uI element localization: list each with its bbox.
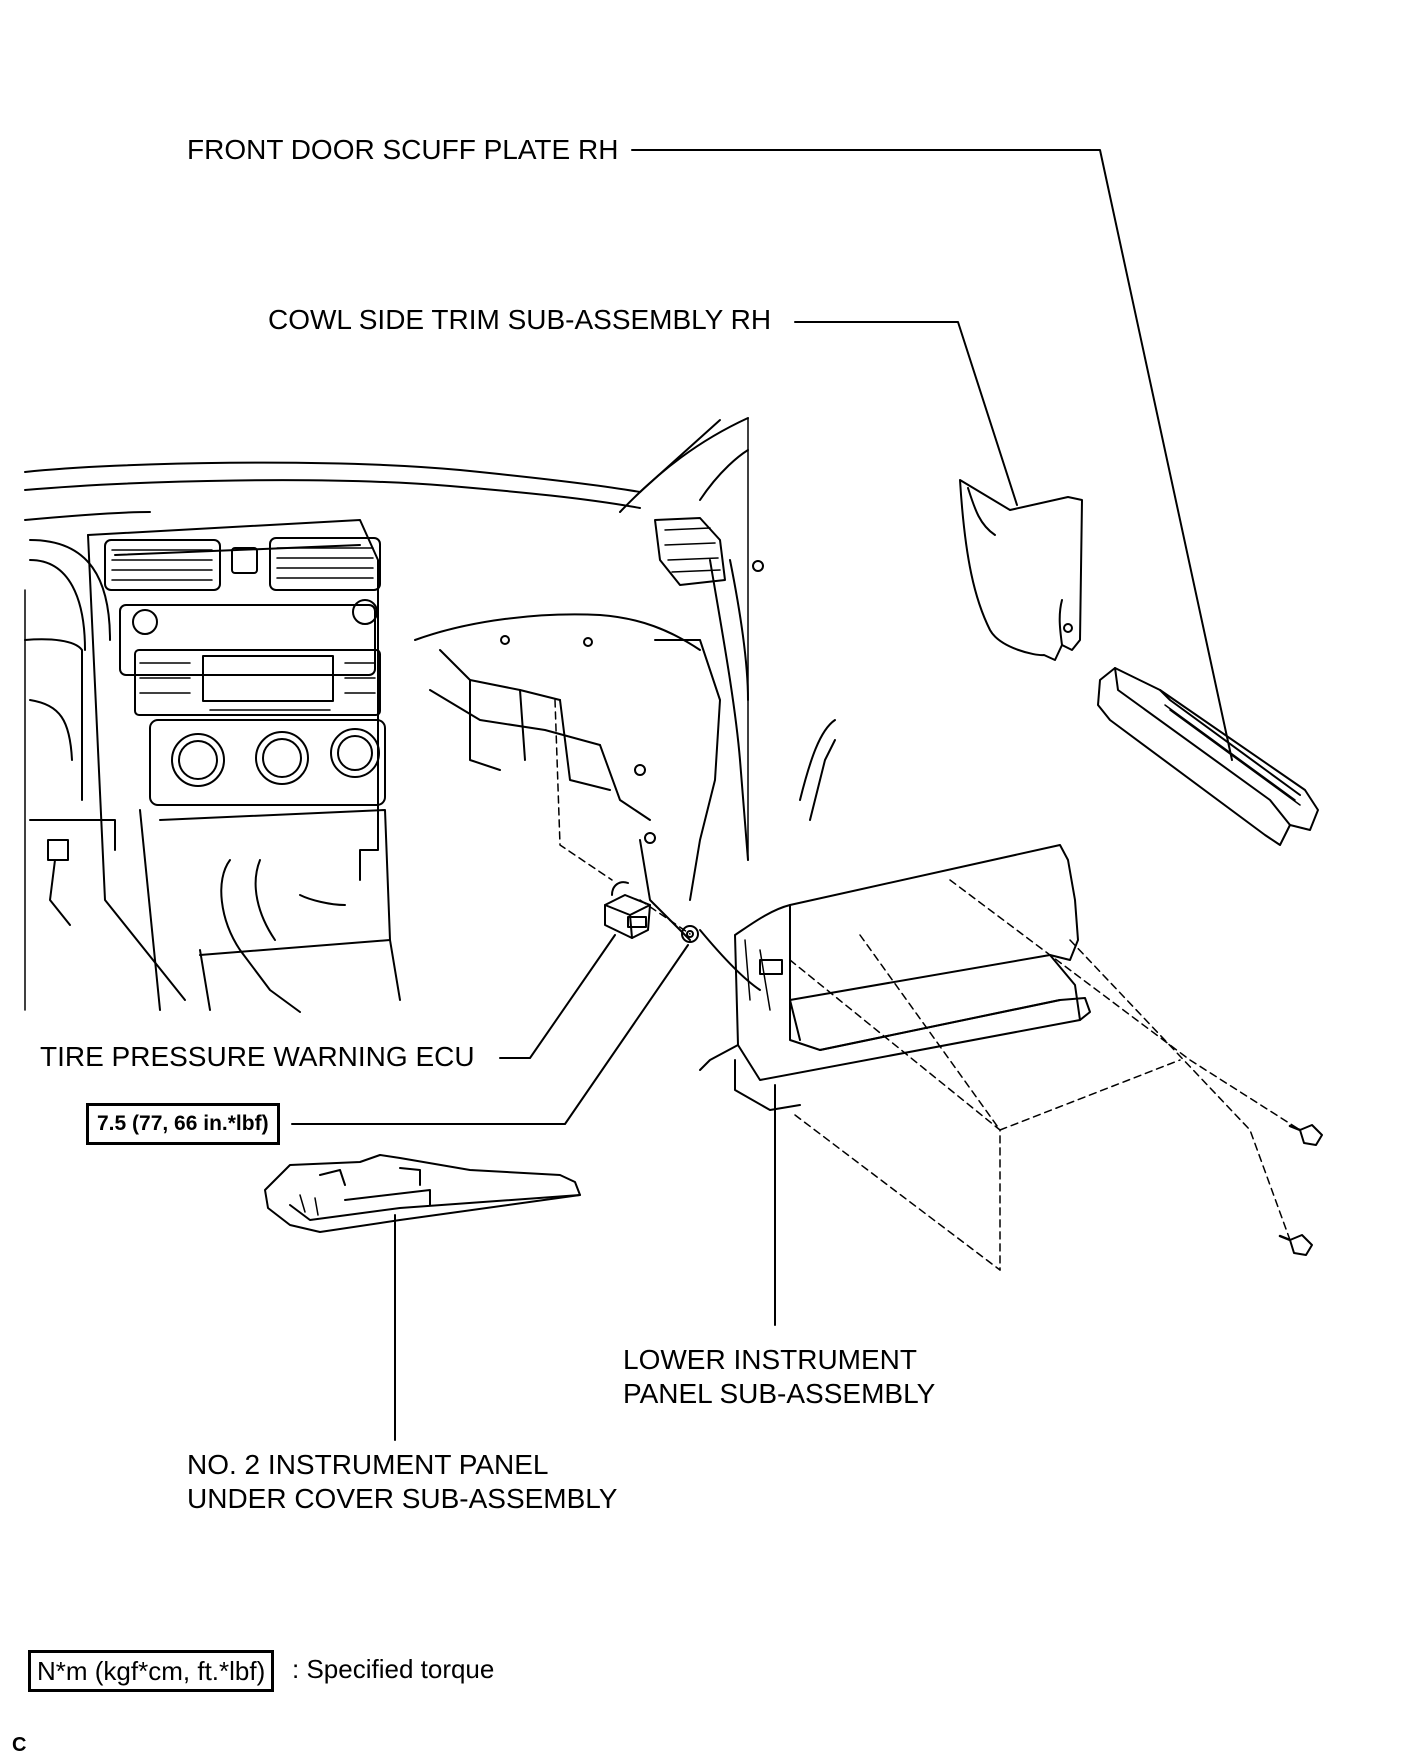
dashed-guide-lines — [554, 699, 1301, 1271]
leader-lines — [291, 149, 1233, 1441]
cowl-side-trim — [959, 479, 1083, 661]
dashboard-illustration — [24, 417, 836, 1013]
tpms-ecu — [604, 881, 651, 939]
label-lower-instrument-panel-line1: LOWER INSTRUMENT — [623, 1344, 917, 1375]
legend-torque-units: N*m (kgf*cm, ft.*lbf) — [28, 1650, 275, 1692]
bolt-icon — [1278, 1124, 1323, 1256]
label-cowl-side-trim: COWL SIDE TRIM SUB-ASSEMBLY RH — [268, 304, 772, 335]
lower-instrument-panel — [699, 844, 1091, 1111]
front-door-scuff-plate — [1097, 667, 1319, 846]
under-cover — [264, 1154, 581, 1233]
label-under-cover-line2: UNDER COVER SUB-ASSEMBLY — [187, 1483, 618, 1514]
legend-description: : Specified torque — [292, 1654, 495, 1684]
label-lower-instrument-panel-line2: PANEL SUB-ASSEMBLY — [623, 1378, 936, 1409]
label-tpms-ecu: TIRE PRESSURE WARNING ECU — [40, 1041, 475, 1072]
torque-spec-box: 7.5 (77, 66 in.*lbf) — [86, 1103, 280, 1145]
nut-icon — [681, 925, 699, 943]
corner-mark: C — [12, 1734, 27, 1756]
label-front-door-scuff-plate: FRONT DOOR SCUFF PLATE RH — [187, 134, 619, 165]
label-under-cover-line1: NO. 2 INSTRUMENT PANEL — [187, 1449, 549, 1480]
